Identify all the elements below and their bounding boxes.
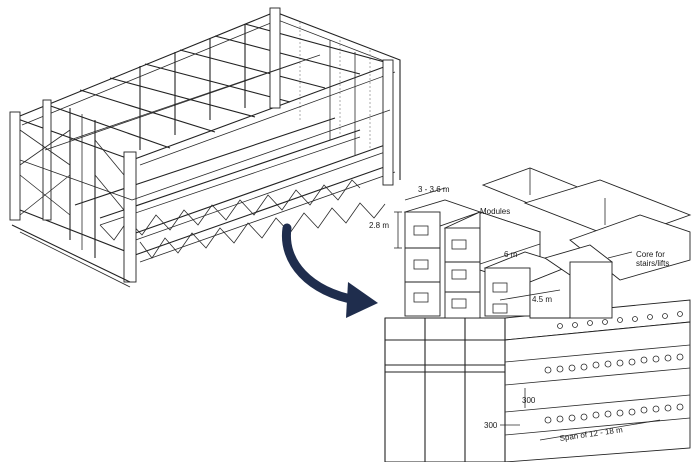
slab-thickness-label-b: 300 (484, 421, 498, 430)
length-6m-label: 6 m (504, 250, 518, 259)
length-45m-label: 4.5 m (532, 295, 552, 304)
core-label-line1: Core for (636, 250, 665, 259)
module-width-label: 3 - 3.6 m (418, 185, 450, 194)
hollow-core-row-upper (544, 353, 684, 374)
modules-label: Modules (480, 207, 510, 216)
slab-thickness-label-a: 300 (522, 396, 536, 405)
modular-building (384, 167, 692, 462)
transition-arrow-icon (281, 223, 378, 318)
hollow-core-row-lower (544, 403, 684, 424)
steel-frame (9, 7, 401, 288)
core-label-line2: stairs/lifts (636, 259, 669, 268)
hollow-core-row-top (557, 311, 683, 329)
module-height-label: 2.8 m (369, 221, 389, 230)
